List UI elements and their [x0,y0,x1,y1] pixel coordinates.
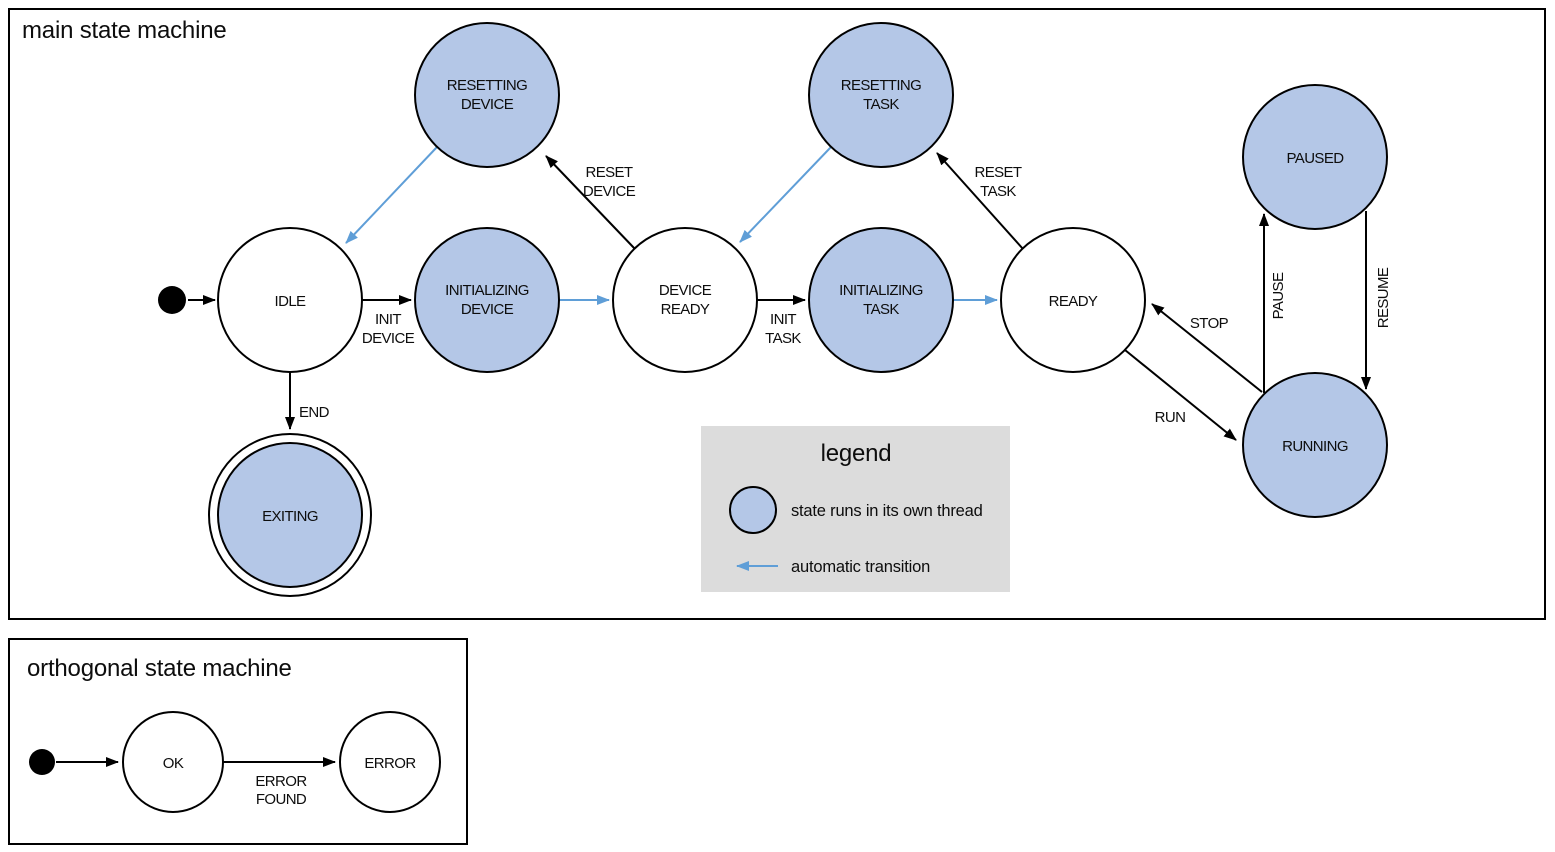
state-device-ready-label-line2: READY [661,301,710,318]
transition-run-line [1124,349,1237,441]
state-initializing-device-label-line2: DEVICE [461,301,514,318]
transition-init-task-label-line1: INIT [770,311,796,328]
state-idle [217,227,363,373]
state-device-ready [612,227,758,373]
state-resetting-device-label-line1: RESETTING [447,77,527,94]
transition-error-found-label-line2: FOUND [256,791,307,808]
initial-state-dot [158,286,186,314]
transition-init-task-label-line2: TASK [765,330,801,347]
transition-run-label: RUN [1155,409,1186,426]
legend-threaded-label: state runs in its own thread [791,502,983,520]
state-ready-label: READY [1049,293,1098,310]
legend-automatic-label: automatic transition [791,558,930,576]
state-error-label: ERROR [364,755,416,772]
orthogonal-panel-title: orthogonal state machine [27,655,292,682]
state-initializing-task-label-line1: INITIALIZING [839,282,923,299]
legend-title: legend [821,440,892,467]
main-panel-title: main state machine [22,17,227,44]
state-initializing-device [414,227,560,373]
transition-auto-resetdevice-to-idle-line [345,146,438,244]
transition-stop-line [1151,303,1263,393]
transition-auto-resettask-to-deviceready-line [739,146,832,243]
state-ready [1000,227,1146,373]
state-resetting-task-label-line1: RESETTING [841,77,921,94]
state-initializing-task [808,227,954,373]
state-device-ready-label-line1: DEVICE [659,282,712,299]
transition-reset-task-line [936,152,1024,250]
state-idle-label: IDLE [275,293,307,310]
state-error [339,711,441,813]
orthogonal-panel-border [8,638,468,845]
orthogonal-state-machine-panel: orthogonal state machine OK ERROR FOUND … [8,638,468,845]
state-exiting-label: EXITING [262,508,318,525]
state-resetting-task [808,22,954,168]
main-state-machine-panel: main state machine INIT DEVICE RESET DEV… [8,8,1546,620]
state-initializing-device-label-line1: INITIALIZING [445,282,529,299]
transition-reset-device-label-line1: RESET [585,164,632,181]
state-exiting [217,442,363,588]
orthogonal-initial-state-dot [29,749,55,775]
transition-stop-label: STOP [1190,315,1229,332]
transition-pause-label: PAUSE [1270,272,1287,319]
transition-resume-label: RESUME [1375,267,1392,328]
transition-init-device-label-line2: DEVICE [362,330,415,347]
transition-reset-device-label-line2: DEVICE [583,183,636,200]
transition-reset-task-label-line2: TASK [980,183,1016,200]
state-running [1242,372,1388,518]
state-running-label: RUNNING [1282,438,1348,455]
state-resetting-device-label-line2: DEVICE [461,96,514,113]
state-resetting-device [414,22,560,168]
state-ok-label: OK [163,755,184,772]
transition-reset-device-line [545,155,636,250]
transition-init-device-label-line1: INIT [375,311,401,328]
state-initializing-task-label-line2: TASK [863,301,899,318]
legend-threaded-state-icon [729,486,777,534]
transition-reset-task-label-line1: RESET [974,164,1021,181]
transition-error-found-label-line1: ERROR [255,773,307,790]
state-resetting-task-label-line2: TASK [863,96,899,113]
state-paused [1242,84,1388,230]
state-paused-label: PAUSED [1287,150,1345,167]
legend: legend state runs in its own thread auto… [701,426,1010,592]
transition-end-label: END [299,404,330,421]
main-panel-border [8,8,1546,620]
